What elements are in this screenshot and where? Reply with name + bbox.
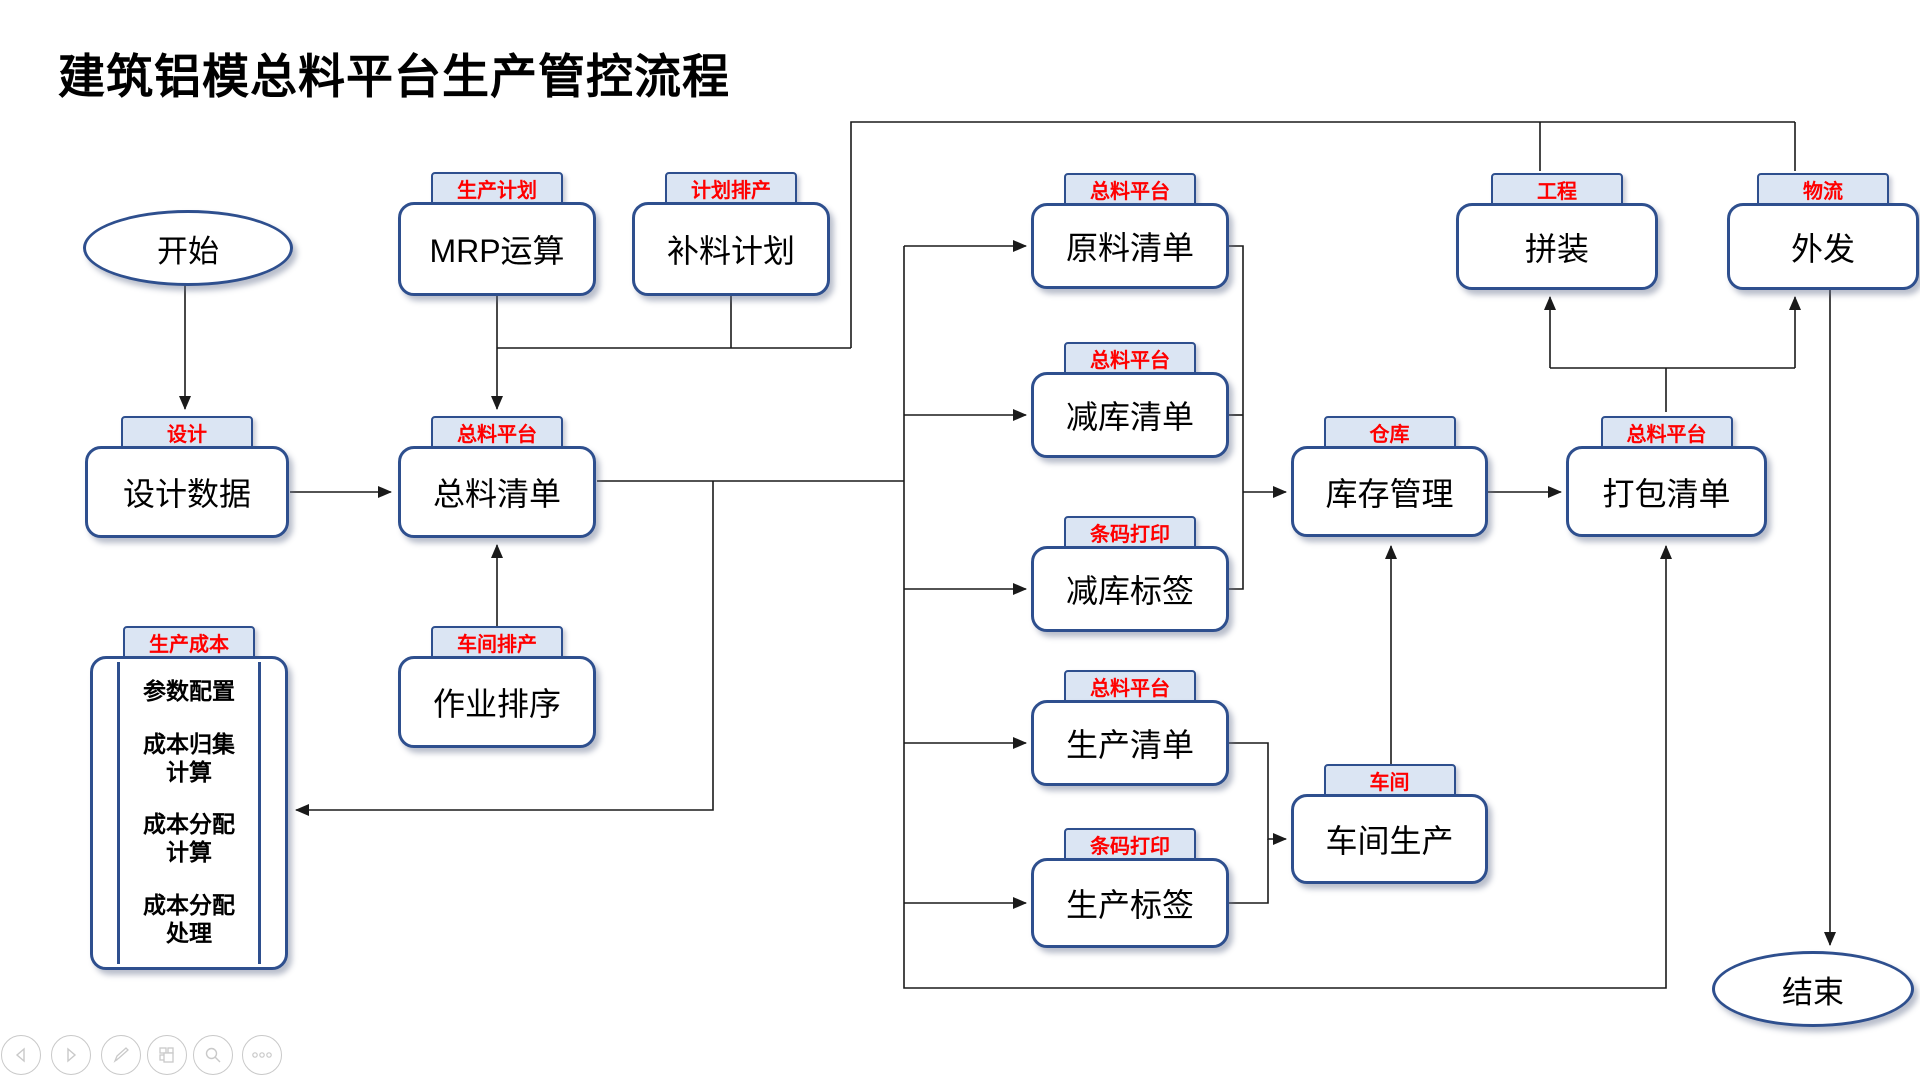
node-replenish-plan: 计划排产 补料计划 [632,172,830,296]
node-assembly: 工程 拼装 [1456,173,1658,290]
cost-item-cost-allocation-process: 成本分配处理 [143,891,235,946]
node-design-data: 设计 设计数据 [85,416,289,538]
edge-collector [1229,245,1244,590]
node-workshop-production: 车间 车间生产 [1291,764,1488,884]
node-end: 结束 [1712,951,1914,1027]
slides-grid-icon [159,1047,174,1063]
ellipsis-icon [252,1052,272,1058]
node-production-cost: 生产成本 参数配置 成本归集计算 成本分配计算 成本分配处理 [90,626,288,970]
edge-to-cost-box [295,481,714,816]
cost-item-parameter-config: 参数配置 [143,678,235,704]
node-job-sequencing: 车间排产 作业排序 [398,626,596,748]
edge-top-rail [850,121,1795,348]
node-start: 开始 [83,210,293,286]
node-inventory-management: 仓库 库存管理 [1291,416,1488,537]
node-outbound: 物流 外发 [1727,173,1919,290]
previous-slide-button[interactable] [1,1035,41,1075]
node-production-label: 条码打印 生产标签 [1031,828,1229,948]
node-stock-reduction-label: 条码打印 减库标签 [1031,516,1229,632]
cost-item-cost-allocation-calc: 成本分配计算 [143,811,235,866]
edge-production-list-to-workshop [1229,742,1287,845]
node-stock-reduction-list: 总料平台 减库清单 [1031,342,1229,458]
node-raw-material-list: 总料平台 原料清单 [1031,173,1229,289]
edge-packing-split [1550,367,1795,412]
pen-icon [113,1047,129,1063]
node-mrp: 生产计划 MRP运算 [398,172,596,296]
page-title: 建筑铝模总料平台生产管控流程 [58,50,730,103]
edge-production-label-to-workshop [1229,839,1269,904]
chevron-right-icon [67,1047,77,1063]
slide-navigator-button[interactable] [147,1035,187,1075]
chevron-left-icon [15,1047,25,1063]
node-master-material-list: 总料平台 总料清单 [398,416,596,538]
pen-annotate-button[interactable] [101,1035,141,1075]
next-slide-button[interactable] [51,1035,91,1075]
node-packing-list: 总料平台 打包清单 [1566,416,1767,537]
more-options-button[interactable] [242,1035,282,1075]
magnifier-icon [205,1047,221,1063]
cost-item-cost-collection: 成本归集计算 [143,730,235,785]
node-production-list: 总料平台 生产清单 [1031,670,1229,786]
edge-trunk-to-packing [903,246,1672,989]
zoom-button[interactable] [193,1035,233,1075]
